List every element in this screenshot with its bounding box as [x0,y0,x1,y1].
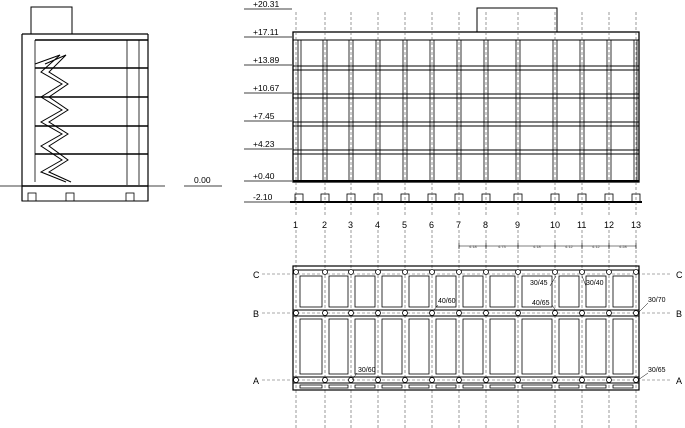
row-axis-lines [262,273,672,381]
plan-upper-rooms [299,275,634,308]
axis-label-6: 6 [429,220,434,230]
side-roof-box [30,6,73,35]
facade-frame [292,31,640,183]
level-label-4: +10.67 [253,83,280,93]
side-elevation [0,6,165,202]
axis-label-8: 8 [483,220,488,230]
ground-level-marker: 0.00 [184,175,222,187]
beam-label-30-65: 30/65 [648,367,666,374]
row-axis-c-left: C [253,270,260,280]
roof-slab [292,31,640,41]
vertical-grid-lines [295,12,637,428]
beam-label-30-45: 30/45 [530,280,548,287]
axis-label-13: 13 [631,220,641,230]
row-axis-b-left: B [253,309,259,319]
dim-label-1: 4.18 [469,244,478,249]
dim-label-4: 4.12 [565,244,574,249]
floor-plan [262,265,672,391]
beam-label-40-65: 40/65 [532,300,550,307]
row-axis-a-right: A [676,376,682,386]
column-axis-labels: 1 2 3 4 5 6 7 8 9 10 11 12 13 [293,220,641,230]
level-label-2: +17.11 [253,27,279,37]
elevation-levels: +20.31 +17.11 +13.89 +10.67 +7.45 +4.23 … [244,0,292,203]
axis-label-12: 12 [604,220,614,230]
dim-label-5: 4.12 [592,244,601,249]
side-basement [21,185,149,202]
side-footing-3 [125,192,135,202]
beam-label-30-40: 30/40 [586,280,604,287]
foundation-footings [294,193,641,203]
stair-zigzag-inner [44,54,72,183]
axis-label-4: 4 [375,220,380,230]
plan-columns [293,269,639,383]
row-axis-c-right: C [676,270,683,280]
stair-zigzag-outer [34,54,67,183]
axis-label-7: 7 [456,220,461,230]
roof-box [476,7,558,33]
row-axis-labels: C B A C B A [253,270,683,386]
beam-leaders [351,275,649,381]
axis-label-3: 3 [348,220,353,230]
level-label-6: +4.23 [253,139,275,149]
axis-label-9: 9 [515,220,520,230]
level-label-8: -2.10 [253,192,273,202]
side-footing-1 [27,192,37,202]
beam-label-40-60: 40/60 [438,298,456,305]
row-axis-b-right: B [676,309,682,319]
axis-label-11: 11 [577,220,586,230]
axis-label-10: 10 [550,220,560,230]
plan-bottom-strips [299,384,634,389]
level-label-1: +20.31 [253,0,280,9]
level-label-3: +13.89 [253,55,280,65]
dim-label-2: 4.73 [498,244,507,249]
beam-section-labels: 30/45 30/40 40/60 40/65 30/70 30/60 30/6… [358,280,666,374]
row-axis-a-left: A [253,376,259,386]
dim-label-3: 4.18 [533,244,542,249]
axis-label-5: 5 [402,220,407,230]
facade-columns [297,40,638,182]
plan-lower-rooms [299,318,634,375]
plan-outline [292,265,640,391]
ground-level-label: 0.00 [194,175,211,185]
beam-label-30-70: 30/70 [648,297,666,304]
axis-label-1: 1 [293,220,298,230]
axis-label-2: 2 [322,220,327,230]
front-elevation [290,7,642,203]
level-label-7: +0.40 [253,171,275,181]
facade-floor-lines [293,39,639,155]
dim-label-6: 4.28 [619,244,628,249]
level-label-5: +7.45 [253,111,275,121]
beam-label-30-60: 30/60 [358,367,376,374]
dimension-strip: 4.18 4.73 4.18 4.12 4.12 4.28 [458,243,637,249]
side-footing-2 [65,192,75,202]
